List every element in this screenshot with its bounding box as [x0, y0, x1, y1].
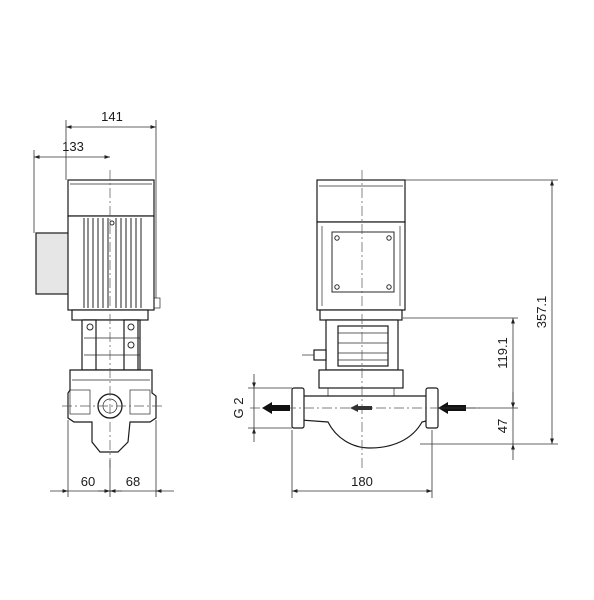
- flow-arrow-left-icon: [262, 402, 290, 414]
- dim-47-label: 47: [495, 419, 510, 433]
- front-view: G 2 180 357.1 119.1 47: [231, 170, 558, 498]
- motor-fan-cover: [67, 179, 155, 217]
- motor-body-front: [316, 221, 406, 311]
- cooling-fins: [83, 218, 142, 308]
- dim-357-1-label: 357.1: [534, 296, 549, 329]
- vent-plug: [313, 349, 327, 361]
- side-view: 141 133 60 68: [33, 109, 174, 497]
- dim-119-1-label: 119.1: [495, 337, 510, 369]
- dim-g2-label: G 2: [231, 398, 246, 419]
- dim-60-label: 60: [81, 474, 95, 489]
- dim-133-label: 133: [62, 139, 84, 154]
- dim-141-label: 141: [101, 109, 123, 124]
- flow-arrow-internal-icon: [350, 404, 372, 412]
- dim-180-label: 180: [351, 474, 373, 489]
- pump-volute: [299, 395, 431, 449]
- motor-flange-front: [319, 309, 403, 321]
- dim-68-label: 68: [126, 474, 140, 489]
- terminal-box-front: [331, 231, 395, 293]
- motor-body: [67, 215, 155, 311]
- pump-housing-side: [67, 369, 157, 453]
- pump-housing-top: [318, 369, 404, 389]
- motor-fan-cover-front: [316, 179, 406, 223]
